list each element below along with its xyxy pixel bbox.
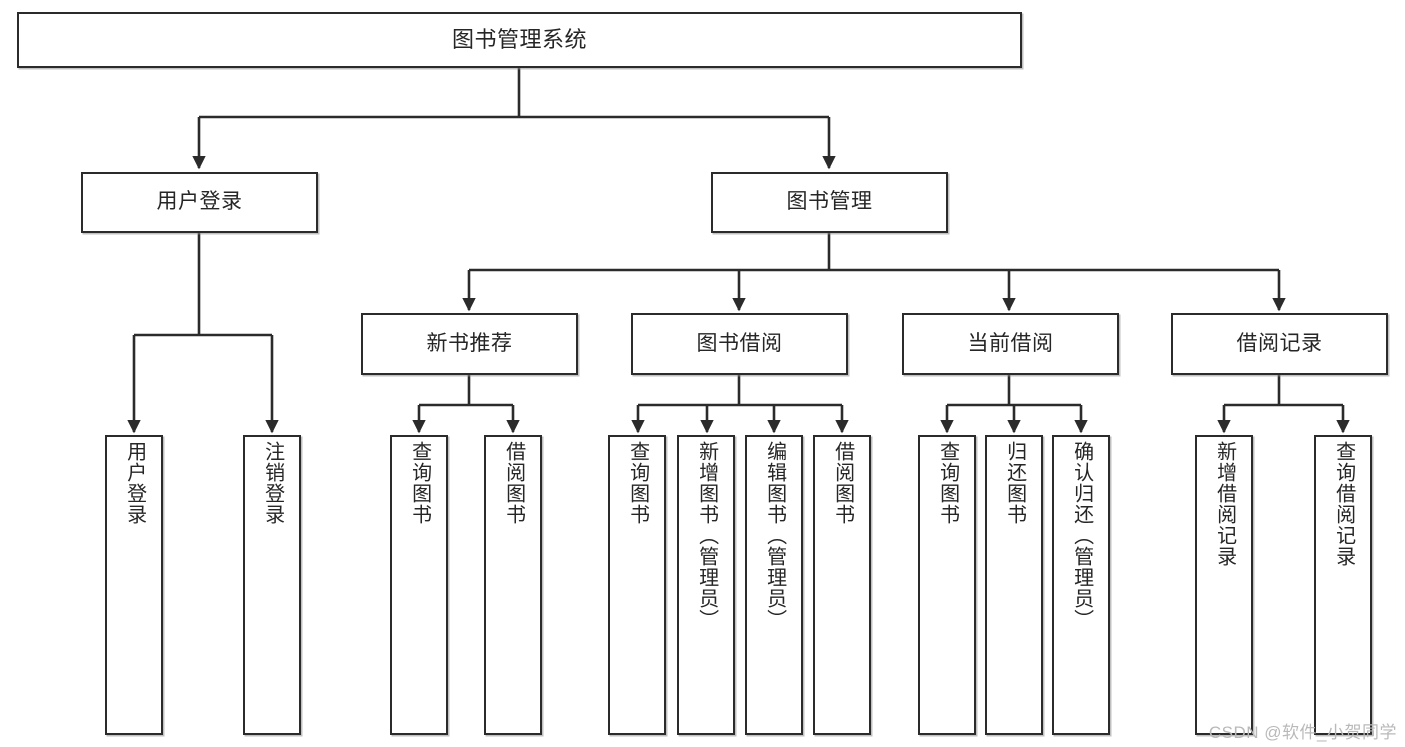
leaf-label: 注销登录 [261,441,284,525]
node-new-book-recommend-label: 新书推荐 [426,331,513,355]
leaf-label: 新增图书（管理员） [695,441,718,630]
node-root-label: 图书管理系统 [451,27,587,53]
leaf-label: 归还图书 [1003,441,1026,525]
node-book-management-label: 图书管理 [786,190,873,214]
leaf-book-borrow-add[interactable]: 新增图书（管理员） [677,435,735,735]
leaf-label: 新增借阅记录 [1213,441,1236,567]
node-book-borrow[interactable]: 图书借阅 [631,313,848,375]
leaf-label: 用户登录 [123,441,146,525]
node-new-book-recommend[interactable]: 新书推荐 [361,313,578,375]
leaf-book-borrow-edit[interactable]: 编辑图书（管理员） [745,435,803,735]
node-current-borrow-label: 当前借阅 [967,331,1054,355]
leaf-label: 查询图书 [936,441,959,525]
leaf-current-borrow-return[interactable]: 归还图书 [985,435,1043,735]
node-root[interactable]: 图书管理系统 [17,12,1022,68]
leaf-user-login-logout[interactable]: 注销登录 [243,435,301,735]
leaf-user-login-login[interactable]: 用户登录 [105,435,163,735]
node-current-borrow[interactable]: 当前借阅 [902,313,1119,375]
leaf-borrow-record-query[interactable]: 查询借阅记录 [1314,435,1372,735]
node-borrow-record-label: 借阅记录 [1236,331,1323,355]
node-user-login[interactable]: 用户登录 [81,172,318,233]
node-user-login-label: 用户登录 [156,190,243,214]
node-borrow-record[interactable]: 借阅记录 [1171,313,1388,375]
leaf-new-book-query[interactable]: 查询图书 [390,435,448,735]
leaf-borrow-record-add[interactable]: 新增借阅记录 [1195,435,1253,735]
leaf-book-borrow-borrow[interactable]: 借阅图书 [813,435,871,735]
leaf-new-book-borrow[interactable]: 借阅图书 [484,435,542,735]
leaf-label: 借阅图书 [502,441,525,525]
leaf-label: 查询图书 [626,441,649,525]
leaf-book-borrow-query[interactable]: 查询图书 [608,435,666,735]
csdn-watermark: CSDN @软件_小贺同学 [1208,723,1397,742]
leaf-current-borrow-confirm-return[interactable]: 确认归还（管理员） [1052,435,1110,735]
leaf-label: 查询借阅记录 [1332,441,1355,567]
node-book-management[interactable]: 图书管理 [711,172,948,233]
leaf-label: 借阅图书 [831,441,854,525]
node-book-borrow-label: 图书借阅 [696,331,783,355]
leaf-current-borrow-query[interactable]: 查询图书 [918,435,976,735]
leaf-label: 确认归还（管理员） [1070,441,1093,630]
leaf-label: 编辑图书（管理员） [763,441,786,630]
leaf-label: 查询图书 [408,441,431,525]
